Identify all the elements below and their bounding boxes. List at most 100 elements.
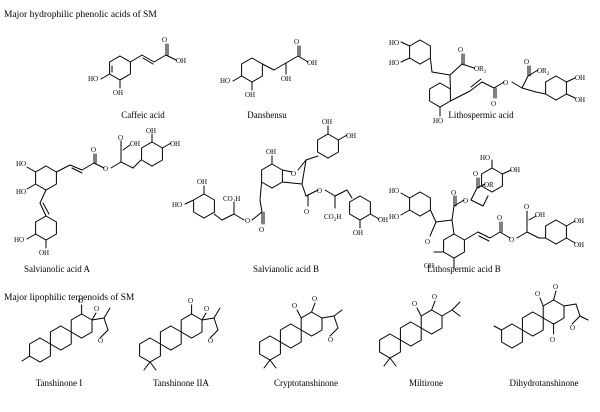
atom-label: O [245,217,250,225]
atom-label: O [425,238,430,246]
salvianolic-acid-a-structure: HO HO O O O OH OH OH HO OH [14,127,180,257]
atom-label: O [458,46,463,54]
atom-label: OH [113,89,123,97]
lithospermic-acid-label: Lithospermic acid [448,110,514,120]
tanshinone-i-structure: O O O [21,297,111,363]
atom-label: O [259,226,264,234]
atom-label: HO [389,187,399,195]
tanshinone-iia-label: Tanshinone IIA [152,378,210,388]
atom-label: O [291,170,296,178]
atom-label: OH [281,75,291,83]
lithospermic-acid-b-structure: HO HO O O O OR OH HO O OH O [389,154,584,270]
atom-label: O [463,197,468,205]
atom-label: OR1 [474,65,487,75]
atom-label: OH [197,178,207,186]
atom-label: OH [353,229,363,237]
atom-label: OH [535,211,545,219]
atom-label: OH [307,59,317,67]
atom-label: O [118,134,123,142]
atom-label: OH [170,140,180,148]
dihydrotanshinone-label: Dihydrotanshinone [509,378,579,388]
danshensu-structure: O OH OH HO OH [220,38,317,99]
atom-label: OR2 [537,67,550,77]
atom-label: O [294,38,299,46]
caffeic-acid-structure: O OH HO OH [88,36,186,97]
atom-label: OH [424,262,434,270]
atom-label: O [412,300,417,308]
atom-label: O [98,337,103,345]
hydrophilic-section-title: Major hydrophilic phenolic acids of SM [4,10,157,20]
atom-label: HO [389,59,399,67]
caffeic-acid-label: Caffeic acid [121,110,165,120]
tanshinone-i-label: Tanshinone I [35,378,83,388]
atom-label: O [524,203,529,211]
atom-label: O [91,146,96,154]
miltirone-label: Miltirone [409,378,443,388]
atom-label: O [451,189,456,197]
atom-label: HO [220,77,230,85]
atom-label: O [491,100,496,108]
atom-label: O [103,165,108,173]
atom-label: O [524,58,529,66]
atom-label: OH [378,216,388,224]
atom-label: OH [39,249,49,257]
salvianolic-acid-b-structure: OH O OH OH O O CO2H OH OH O O C [172,118,388,237]
salvianolic-acid-b-label: Salvianolic acid B [253,264,319,274]
atom-label: OH [266,148,276,156]
atom-label: O [312,295,317,303]
atom-label: HO [16,188,26,196]
atom-label: OH [575,96,585,104]
lithospermic-acid-structure: HO HO O OR1 HO O O O OR2 OH OH [389,39,585,125]
atom-label: O [78,297,83,305]
atom-label: O [553,283,558,291]
lithospermic-acid-b-label: Lithospermic acid B [427,264,501,274]
tanshinone-iia-structure: O O O [139,297,221,371]
atom-label: O [473,170,478,178]
salvianolic-acid-a-label: Salvianolic acid A [24,264,90,274]
atom-label: O [535,290,540,298]
atom-label: HO [16,160,26,168]
atom-label: OH [176,57,186,65]
atom-label: O [292,302,297,310]
atom-label: O [570,324,575,332]
dihydrotanshinone-structure: O O O O [493,283,589,349]
atom-label: OH [146,127,156,135]
atom-label: HO [88,75,98,83]
atom-label: O [162,36,167,44]
atom-label: O [304,208,309,216]
miltirone-structure: O O [379,293,461,367]
atom-label: HO [389,213,399,221]
atom-label: O [328,336,333,344]
atom-label: CO2H [324,213,341,223]
atom-label: HO [14,236,24,244]
atom-label: HO [433,117,443,125]
atom-label: HO [480,154,490,162]
danshensu-label: Danshensu [247,110,287,120]
atom-label: O [204,305,209,313]
atom-label: OH [574,241,584,249]
atom-label: O [503,79,508,87]
atom-label: O [317,187,322,195]
atom-label: OH [130,140,140,148]
lipophilic-section-title: Major lipophilic terpenoids of SM [4,293,135,303]
atom-label: OH [510,166,520,174]
atom-label: OR [484,181,494,189]
atom-label: O [509,236,514,244]
atom-label: O [188,297,193,305]
atom-label: OH [322,118,332,126]
atom-label: OH [575,74,585,82]
atom-label: CO2H [223,195,240,205]
atom-label: O [550,336,555,344]
atom-label: O [94,305,99,313]
atom-label: O [497,214,502,222]
atom-label: HO [389,39,399,47]
atom-label: OH [574,217,584,225]
atom-label: HO [172,201,182,209]
cryptotanshinone-label: Cryptotanshinone [274,378,338,388]
atom-label: OH [245,91,255,99]
atom-label: OH [346,132,356,140]
atom-label: O [208,337,213,345]
atom-label: O [432,293,437,301]
cryptotanshinone-structure: O O O [259,295,343,369]
